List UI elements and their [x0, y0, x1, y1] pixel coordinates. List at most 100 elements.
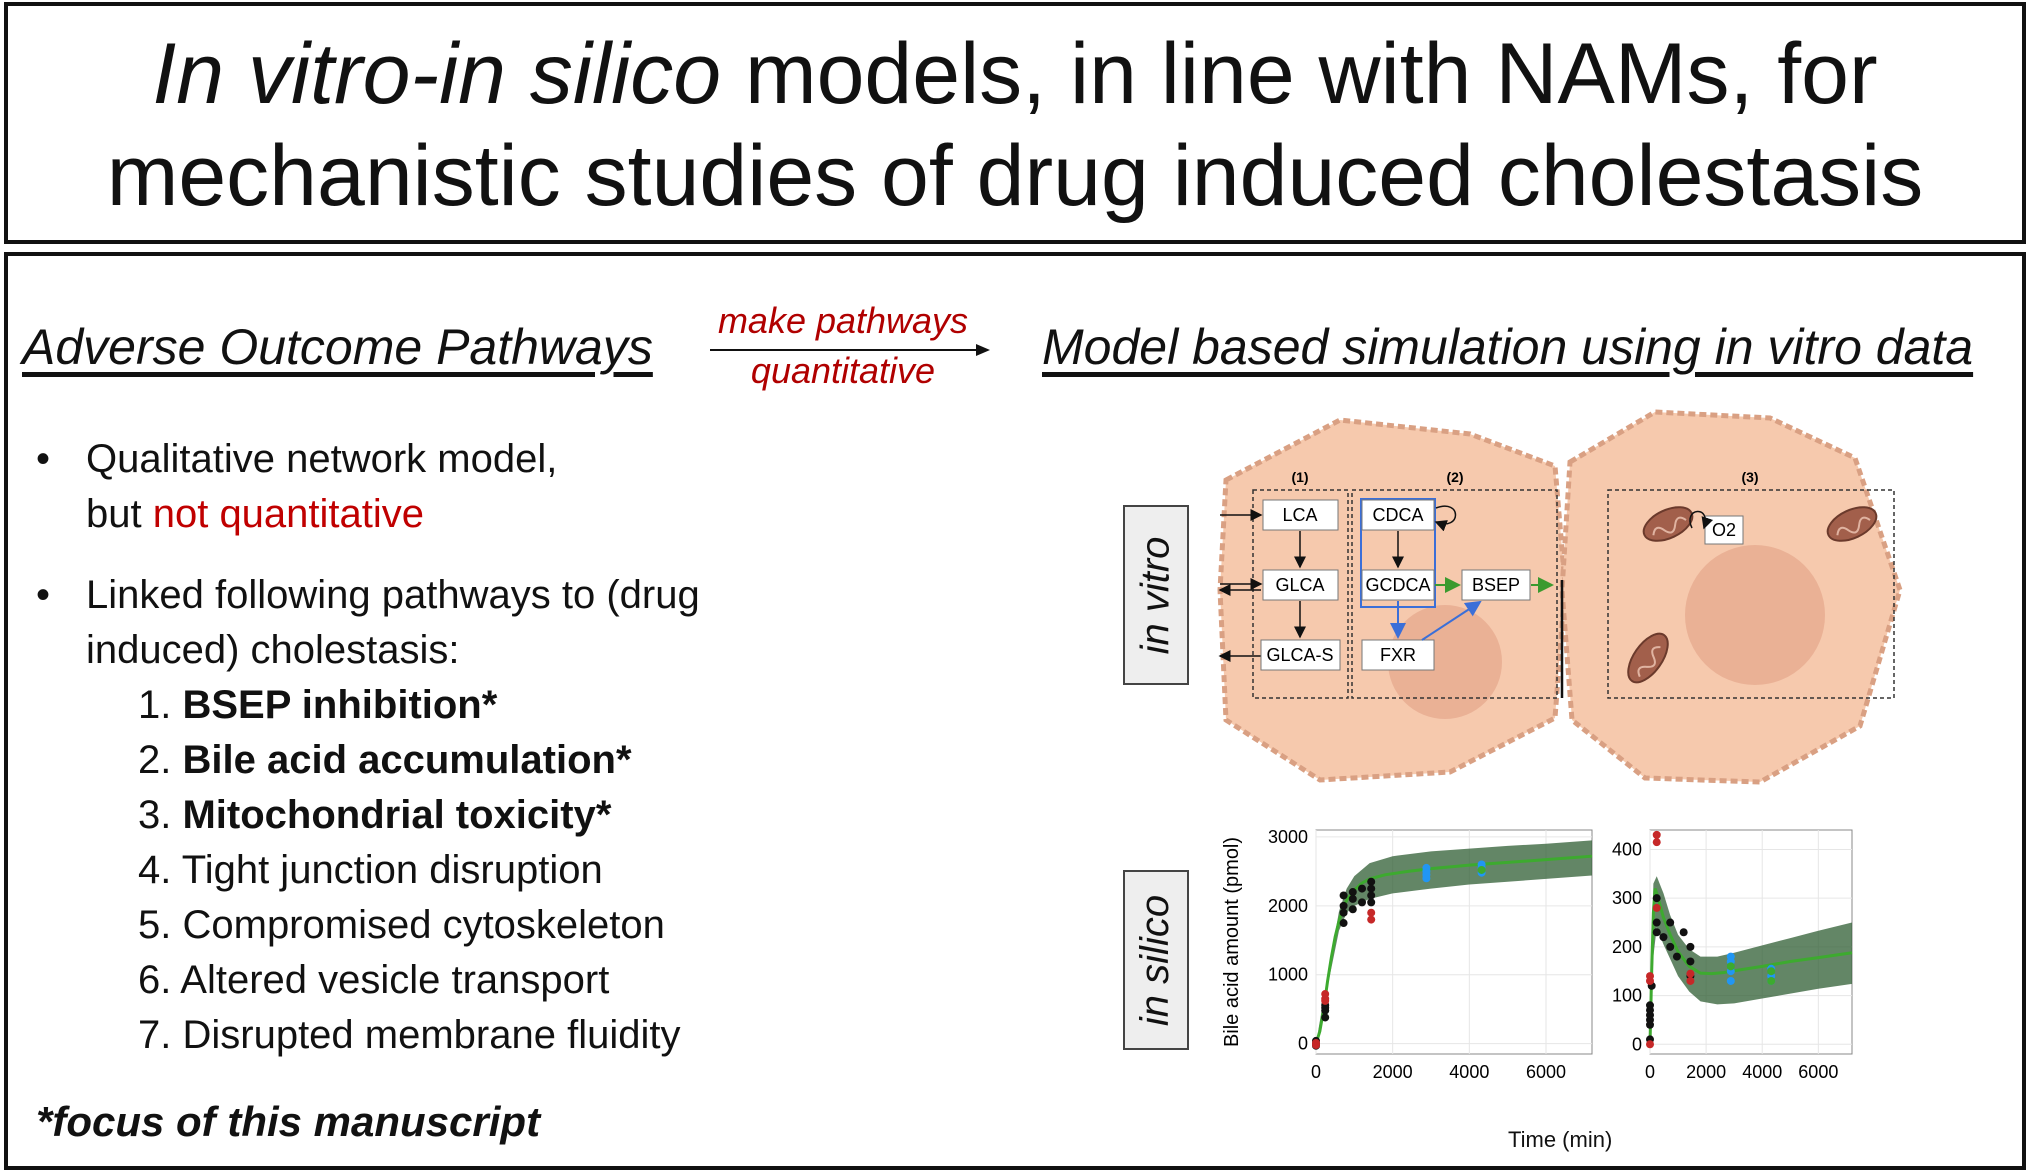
mitochondrion-icon	[1826, 506, 1878, 542]
data-point-green	[1477, 865, 1486, 874]
in-vitro-label: in vitro	[1123, 505, 1189, 685]
data-point-green	[1767, 967, 1776, 976]
section-label-3: (3)	[1741, 469, 1758, 485]
y-tick-label: 2000	[1268, 896, 1308, 916]
node-glca-s-label: GLCA-S	[1266, 645, 1333, 665]
data-point-black	[1652, 918, 1661, 927]
nucleus-left	[1388, 605, 1502, 719]
data-point-red	[1367, 915, 1376, 924]
data-point-black	[1339, 891, 1348, 900]
nucleus-right	[1685, 545, 1825, 685]
x-axis-label: Time (min)	[1508, 1127, 1613, 1152]
x-tick-label: 4000	[1742, 1062, 1782, 1082]
section-label-1: (1)	[1291, 469, 1308, 485]
y-tick-label: 1000	[1268, 965, 1308, 985]
x-tick-label: 4000	[1449, 1062, 1489, 1082]
title-rest-line-1: models, in line with NAMs, for	[721, 26, 1878, 122]
data-point-blue	[1422, 863, 1431, 872]
pathway-text: Compromised cytoskeleton	[182, 903, 665, 947]
bullet-2-line-2: induced) cholestasis:	[86, 628, 460, 672]
mitochondrion-icon	[1642, 506, 1694, 542]
node-gcdca	[1361, 569, 1435, 601]
data-point-black	[1686, 942, 1695, 951]
y-tick-label: 100	[1612, 986, 1642, 1006]
arrow-fxr-bsep	[1421, 600, 1482, 641]
pathway-text: BSEP inhibition*	[182, 683, 498, 727]
node-bsep-label: BSEP	[1472, 575, 1520, 595]
node-fxr-label: FXR	[1380, 645, 1416, 665]
pathway-item-3: 3. Mitochondrial toxicity*	[138, 788, 680, 843]
fit-line	[1648, 887, 1853, 1045]
node-glca-label: GLCA	[1275, 575, 1324, 595]
o2-cycle-icon	[1689, 510, 1714, 530]
data-point-green	[1767, 976, 1776, 985]
data-point-black	[1348, 894, 1357, 903]
pathway-text: Altered vesicle transport	[180, 958, 610, 1002]
data-point-black	[1339, 901, 1348, 910]
data-point-black	[1652, 894, 1661, 903]
pathway-number: 1.	[138, 683, 172, 727]
bullet-2-line-1: Linked following pathways to (drug	[86, 573, 700, 617]
data-point-black	[1652, 928, 1661, 937]
data-point-red	[1652, 903, 1661, 912]
data-point-black	[1339, 919, 1348, 928]
pathway-text: Tight junction disruption	[181, 848, 603, 892]
right-heading: Model based simulation using in vitro da…	[1042, 319, 1974, 375]
data-point-black	[1367, 884, 1376, 893]
section-label-2: (2)	[1446, 469, 1463, 485]
data-point-blue	[1422, 870, 1431, 879]
y-tick-label: 300	[1612, 888, 1642, 908]
data-point-red	[1646, 1040, 1654, 1049]
y-tick-label: 0	[1298, 1034, 1308, 1054]
data-point-green	[1726, 962, 1735, 971]
node-fxr	[1361, 639, 1435, 671]
right-arrow-icon	[710, 344, 990, 356]
data-point-red	[1321, 994, 1330, 1003]
data-point-black	[1348, 905, 1357, 914]
data-point-black	[1321, 1013, 1330, 1022]
data-point-black	[1367, 877, 1376, 886]
in-vitro-label-text: in vitro	[1133, 536, 1178, 654]
cdca-self-loop-icon	[1434, 505, 1457, 532]
hepatocyte-diagram: (1) (2) (3) LCA GLCA GLCA-S CDCA GCDCA F…	[1217, 409, 1903, 785]
data-point-red	[1686, 969, 1695, 978]
arrow-label-top: make pathways	[717, 300, 969, 341]
data-point-black	[1679, 928, 1688, 937]
confidence-band	[1650, 876, 1852, 1045]
data-point-black	[1646, 1020, 1654, 1029]
pathway-number: 2.	[138, 738, 172, 782]
pathway-item-1: 1. BSEP inhibition*	[138, 678, 680, 733]
x-tick-label: 0	[1645, 1062, 1655, 1082]
pathway-item-4: 4. Tight junction disruption	[138, 843, 680, 898]
data-point-black	[1646, 1006, 1654, 1015]
x-tick-label: 0	[1311, 1062, 1321, 1082]
section-box-3	[1607, 489, 1895, 699]
node-cdca-label: CDCA	[1372, 505, 1423, 525]
data-point-black	[1339, 908, 1348, 917]
title-italic-part: In vitro-in silico	[152, 26, 722, 122]
pathway-text: Disrupted membrane fluidity	[182, 1013, 681, 1057]
pathway-text: Mitochondrial toxicity*	[182, 793, 612, 837]
pathway-item-6: 6. Altered vesicle transport	[138, 953, 680, 1008]
x-tick-label: 2000	[1686, 1062, 1726, 1082]
bullet-1-prefix: but	[86, 492, 153, 536]
confidence-band	[1316, 840, 1592, 1044]
mitochondrion-icon	[1627, 632, 1669, 684]
data-point-black	[1358, 884, 1366, 893]
pathway-number: 3.	[138, 793, 172, 837]
y-axis-label: Bile acid amount (pmol)	[1221, 837, 1243, 1047]
data-point-black	[1666, 918, 1675, 927]
data-point-red	[1312, 1041, 1320, 1050]
node-glca	[1262, 569, 1339, 601]
node-o2-label: O2	[1712, 520, 1736, 540]
bullet-1-line-2: but not quantitative	[86, 487, 424, 542]
y-tick-label: 200	[1612, 937, 1642, 957]
in-silico-label-text: in silico	[1133, 894, 1178, 1026]
pathway-item-7: 7. Disrupted membrane fluidity	[138, 1008, 680, 1063]
not-quantitative-text: not quantitative	[152, 492, 425, 536]
node-gcdca-label: GCDCA	[1365, 575, 1430, 595]
node-bsep	[1461, 569, 1531, 601]
data-point-red	[1367, 908, 1376, 917]
bullet-dot-2: •	[36, 573, 51, 617]
